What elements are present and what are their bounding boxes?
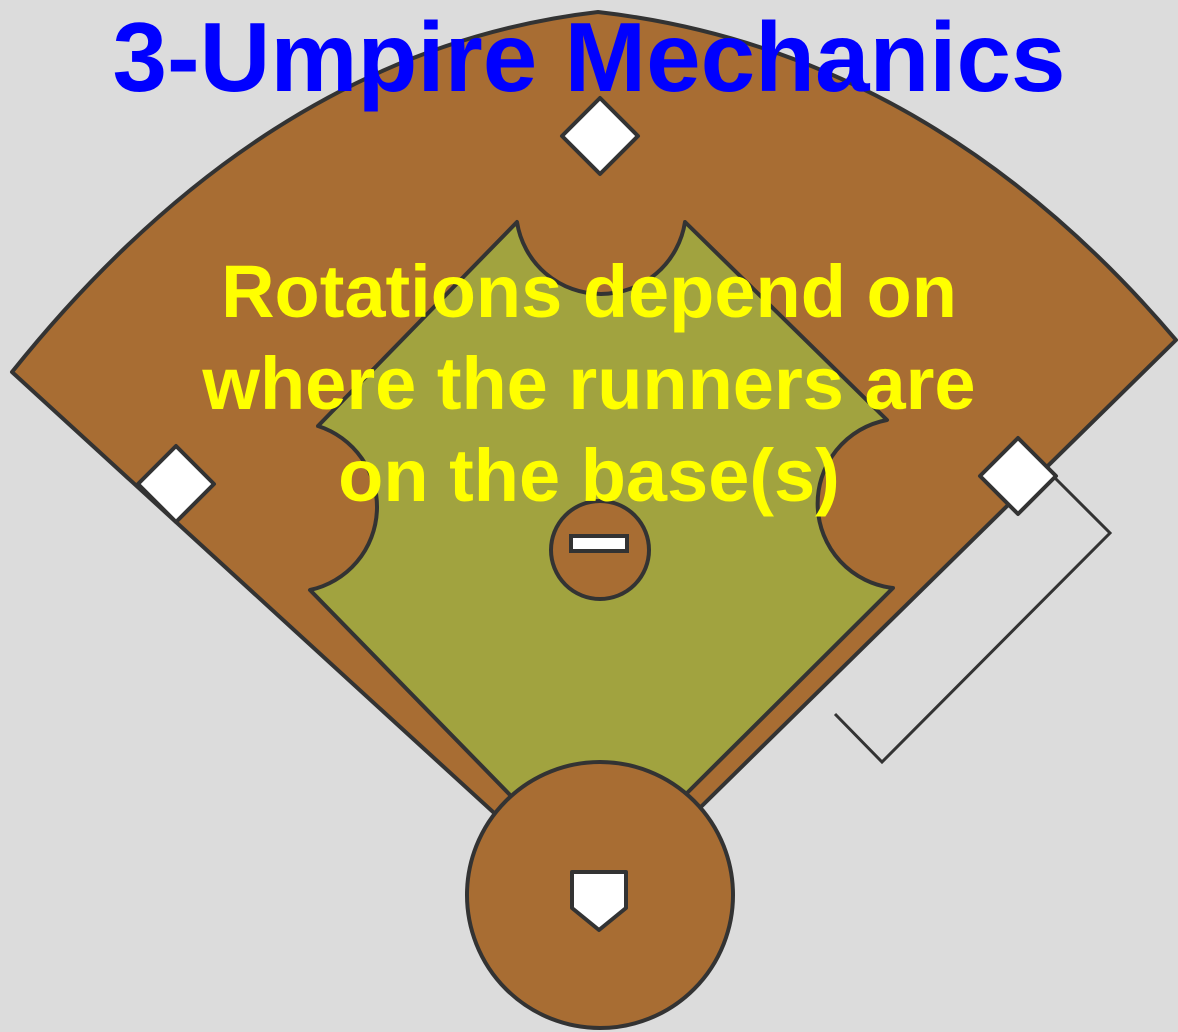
slide-subtitle: Rotations depend on where the runners ar…: [60, 246, 1118, 522]
subtitle-line: where the runners are: [202, 342, 976, 425]
pitchers-rubber: [569, 534, 629, 553]
first-base: [978, 436, 1058, 516]
second-base: [560, 96, 640, 176]
home-plate: [570, 870, 628, 932]
subtitle-line: Rotations depend on: [221, 250, 957, 333]
coaches-box: [833, 476, 1113, 765]
third-base: [136, 444, 216, 524]
slide-title: 3-Umpire Mechanics: [112, 2, 1066, 112]
subtitle-line: on the base(s): [338, 434, 840, 517]
